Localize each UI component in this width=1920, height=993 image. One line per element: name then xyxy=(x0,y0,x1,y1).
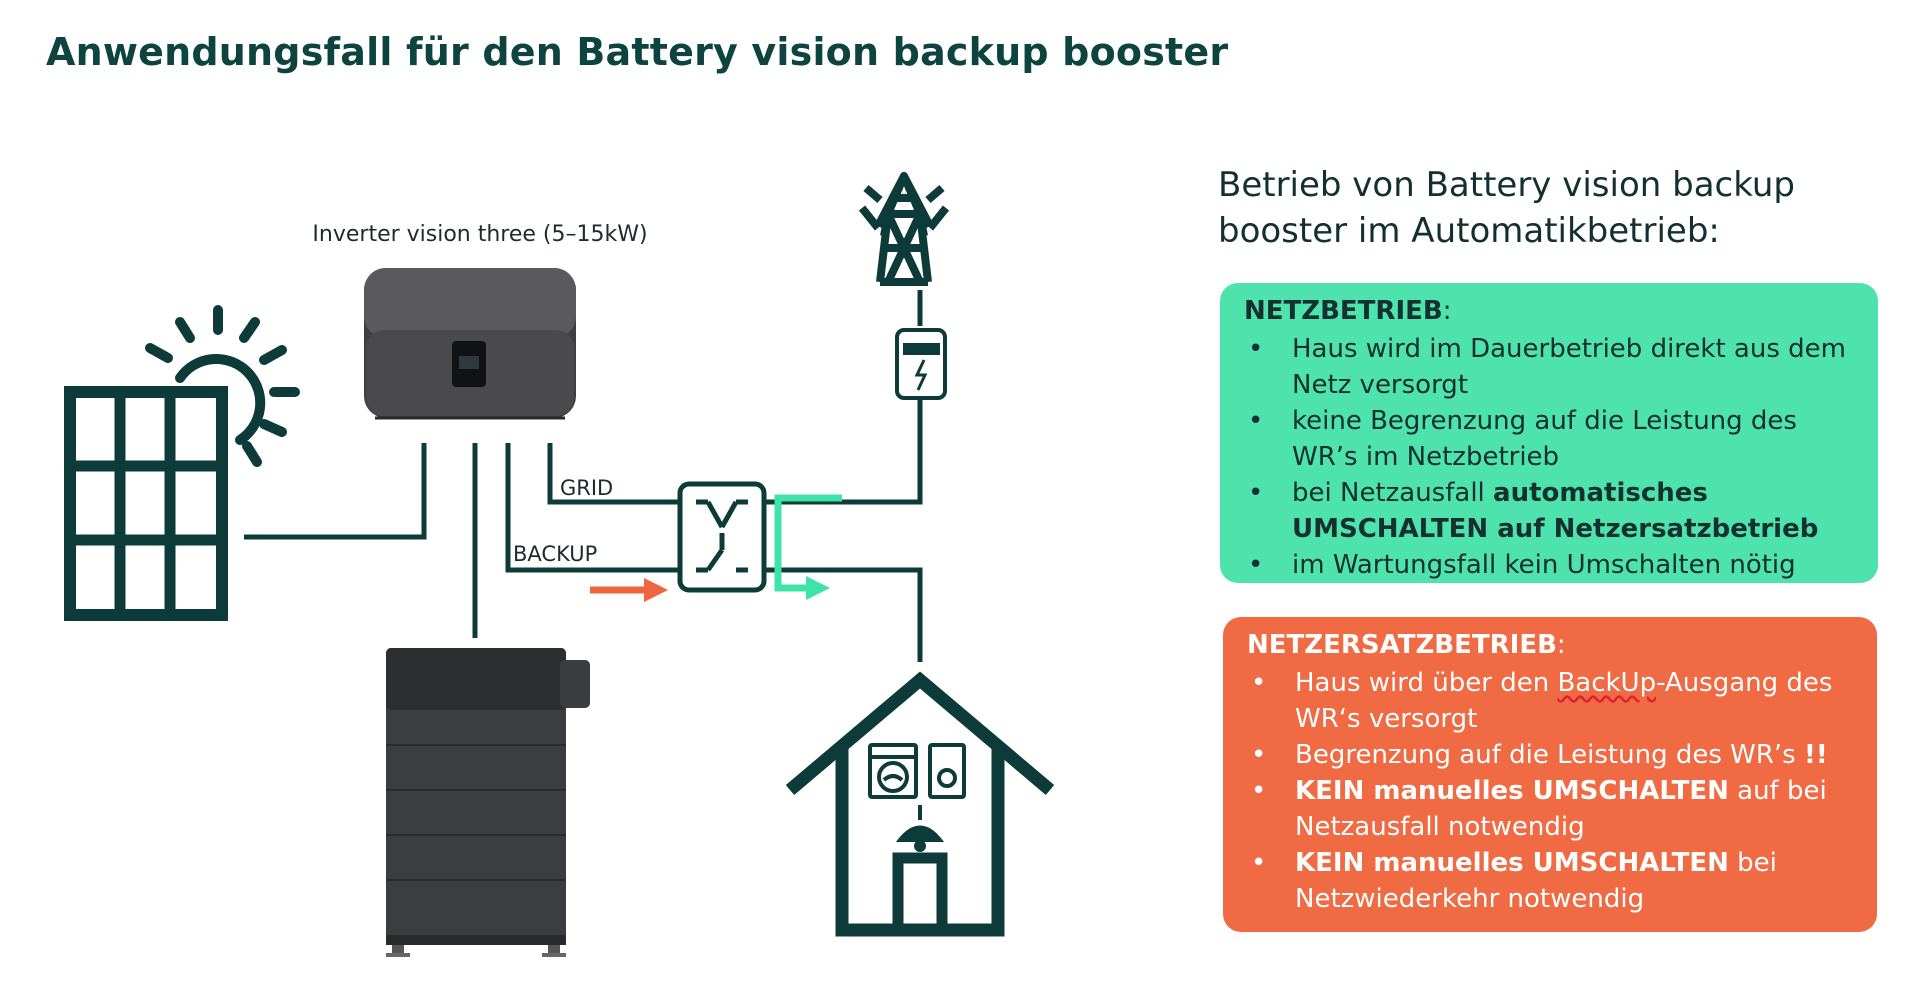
backup-flow-arrow xyxy=(590,578,668,602)
netzbetrieb-box: NETZBETRIEB: Haus wird im Dauerbetrieb d… xyxy=(1220,283,1878,583)
netzersatz-list: Haus wird über den BackUp-Ausgang des WR… xyxy=(1247,665,1855,917)
list-item: Haus wird im Dauerbetrieb direkt aus dem… xyxy=(1244,331,1856,403)
list-item: im Wartungsfall kein Umschalten nötig xyxy=(1244,547,1856,583)
power-tower-icon xyxy=(858,172,950,286)
netzersatz-title: NETZERSATZBETRIEB: xyxy=(1247,630,1566,660)
inverter-label: Inverter vision three (5–15kW) xyxy=(312,222,648,247)
house-icon xyxy=(785,671,1055,937)
sun-icon xyxy=(145,305,300,467)
netzbetrieb-title: NETZBETRIEB: xyxy=(1244,296,1452,326)
inverter-device xyxy=(364,268,576,420)
netzersatz-box: NETZERSATZBETRIEB: Haus wird über den Ba… xyxy=(1223,617,1877,932)
wiring xyxy=(244,398,923,662)
list-item: keine Begrenzung auf die Leistung des WR… xyxy=(1244,403,1856,475)
house-appliances-icon xyxy=(868,743,966,852)
netzbetrieb-list: Haus wird im Dauerbetrieb direkt aus dem… xyxy=(1244,331,1856,583)
list-item: Begrenzung auf die Leistung des WR’s !! xyxy=(1247,737,1855,773)
battery-device xyxy=(386,648,590,957)
list-item: bei Netzausfall automatisches UMSCHALTEN… xyxy=(1244,475,1856,547)
solar-panel-icon xyxy=(64,386,228,621)
backup-label: BACKUP xyxy=(513,542,598,566)
mode-heading: Betrieb von Battery vision backup booste… xyxy=(1218,165,1796,251)
transfer-switch-icon xyxy=(677,481,767,593)
page-title: Anwendungsfall für den Battery vision ba… xyxy=(46,30,1229,74)
list-item: KEIN manuelles UMSCHALTEN auf bei Netzau… xyxy=(1247,773,1855,845)
list-item: KEIN manuelles UMSCHALTEN bei Netzwieder… xyxy=(1247,845,1855,917)
meter-icon xyxy=(895,328,947,400)
list-item: Haus wird über den BackUp-Ausgang des WR… xyxy=(1247,665,1855,737)
grid-flow-arrow xyxy=(774,494,842,600)
grid-label: GRID xyxy=(560,476,614,500)
